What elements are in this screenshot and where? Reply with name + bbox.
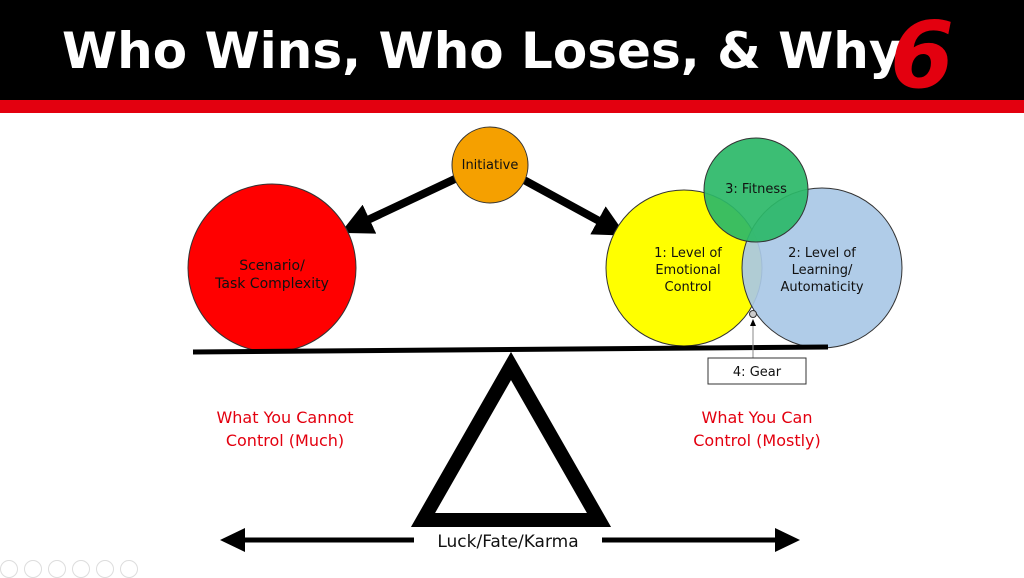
title-bar bbox=[0, 0, 1024, 100]
arrow-to-scenario bbox=[340, 174, 459, 234]
learning-label-2: Learning/ bbox=[792, 263, 853, 278]
slides-icon[interactable] bbox=[72, 560, 90, 578]
luck-arrow-right-head bbox=[775, 528, 800, 552]
left-caption-1: What You Cannot bbox=[216, 408, 353, 427]
right-caption-2: Control (Mostly) bbox=[693, 431, 821, 450]
gear-box bbox=[707, 357, 807, 385]
initiative-label: Initiative bbox=[462, 158, 519, 173]
arrow-to-controllables bbox=[522, 176, 627, 236]
luck-label-bg bbox=[414, 528, 602, 552]
emotional-label-2: Emotional bbox=[655, 263, 720, 278]
luck-label: Luck/Fate/Karma bbox=[437, 532, 578, 552]
gear-point bbox=[749, 310, 757, 318]
previous-icon[interactable] bbox=[0, 560, 18, 578]
learning-label-1: 2: Level of bbox=[788, 246, 856, 261]
next-icon[interactable] bbox=[24, 560, 42, 578]
scenario-label-2: Task Complexity bbox=[214, 276, 329, 292]
emotional-label-1: 1: Level of bbox=[654, 246, 722, 261]
slideshow-toolbar bbox=[0, 560, 138, 578]
red-stripe bbox=[0, 100, 1024, 113]
initiative-circle bbox=[451, 126, 529, 204]
fitness-circle bbox=[703, 137, 809, 243]
svg-text:Scenario/Task Complexity: Scenario/Task Complexity bbox=[214, 258, 329, 292]
gear-pointer-arrowhead bbox=[750, 319, 756, 326]
slide-number: 6 bbox=[890, 2, 955, 109]
zoom-icon[interactable] bbox=[96, 560, 114, 578]
slide-title: Who Wins, Who Loses, & Why bbox=[62, 22, 902, 80]
fulcrum-triangle bbox=[410, 351, 612, 527]
learning-label-3: Automaticity bbox=[780, 280, 863, 295]
scenario-label-1: Scenario/ bbox=[239, 258, 305, 274]
left-caption-2: Control (Much) bbox=[226, 431, 344, 450]
fitness-label: 3: Fitness bbox=[725, 182, 787, 197]
right-caption-1: What You Can bbox=[702, 408, 813, 427]
gear-label: 4: Gear bbox=[733, 365, 782, 380]
more-icon[interactable] bbox=[120, 560, 138, 578]
emotional-label-3: Control bbox=[665, 280, 712, 295]
luck-arrow-left-head bbox=[220, 528, 245, 552]
pen-icon[interactable] bbox=[48, 560, 66, 578]
seesaw-beam bbox=[192, 344, 829, 355]
